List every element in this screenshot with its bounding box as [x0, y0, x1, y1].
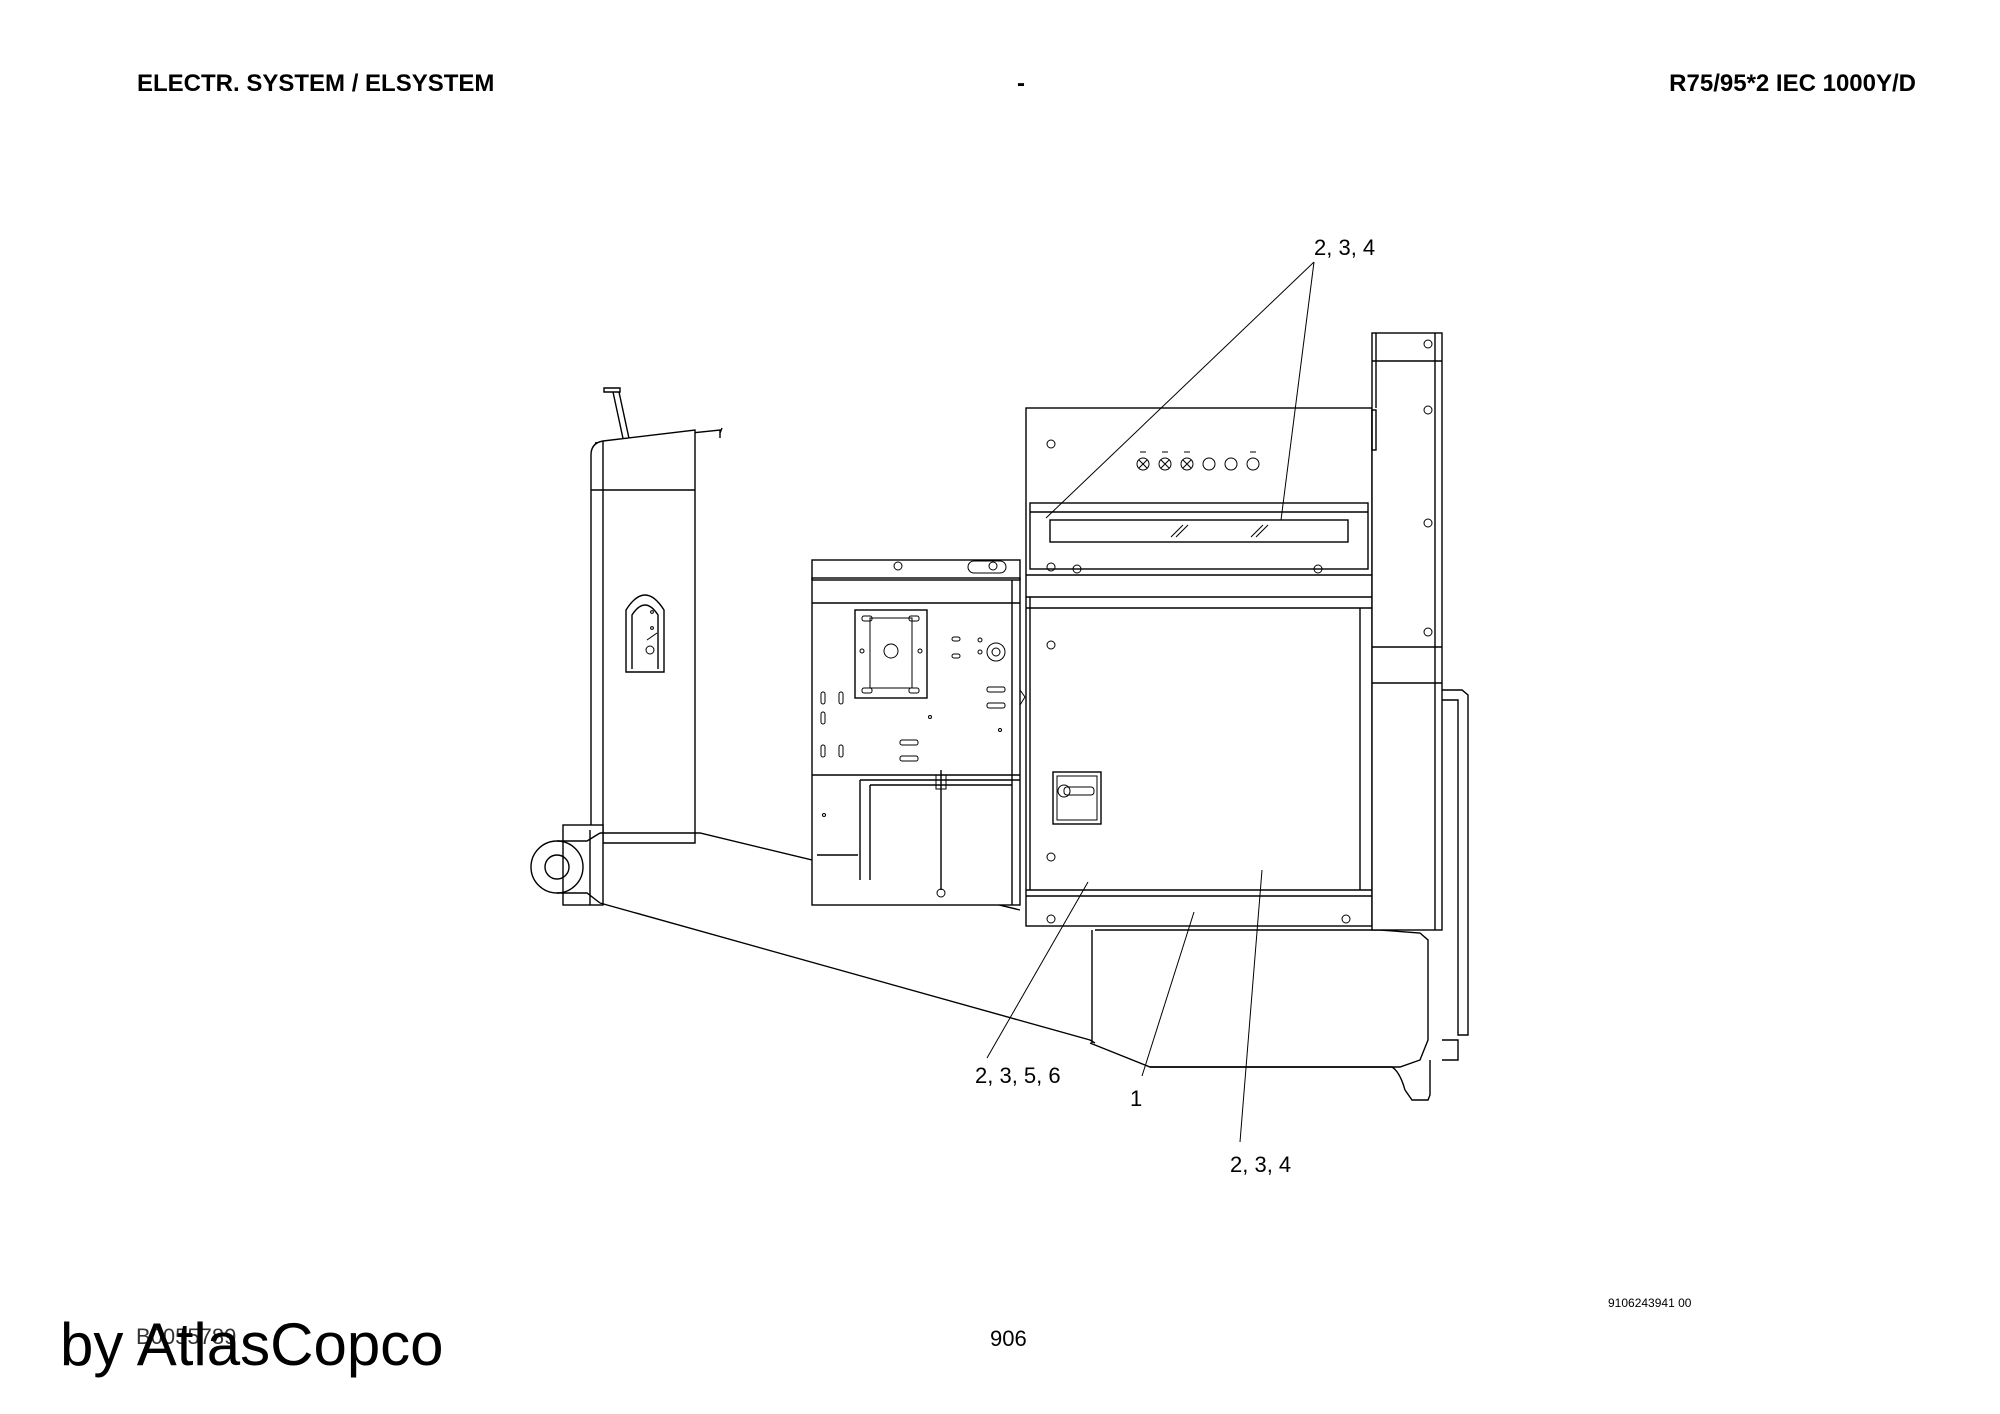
- header-separator: -: [1017, 70, 1025, 97]
- page-number: 906: [990, 1326, 1027, 1351]
- callout-2-3-4-bottom: 2, 3, 4: [1230, 1152, 1291, 1177]
- header-model-code: R75/95*2 IEC 1000Y/D: [1669, 70, 1916, 97]
- header-section-title: ELECTR. SYSTEM / ELSYSTEM: [137, 70, 495, 97]
- callout-2-3-5-6: 2, 3, 5, 6: [975, 1063, 1061, 1088]
- callout-leaders: [986, 261, 1315, 1143]
- callout-2-3-4-top: 2, 3, 4: [1314, 235, 1375, 260]
- lifting-column: [590, 387, 723, 844]
- document-number: 9106243941 00: [1608, 1296, 1692, 1310]
- indicator-lamps: [1136, 451, 1260, 471]
- drawbar-chassis: [530, 824, 1431, 1101]
- main-cubicle: [1025, 332, 1469, 1061]
- main-isolator-switch: [1052, 771, 1102, 825]
- callout-1: 1: [1130, 1086, 1142, 1111]
- watermark: by AtlasCopco: [60, 1311, 444, 1378]
- part-reference: B0055789: [136, 1324, 237, 1349]
- engine-frame: [811, 559, 1026, 906]
